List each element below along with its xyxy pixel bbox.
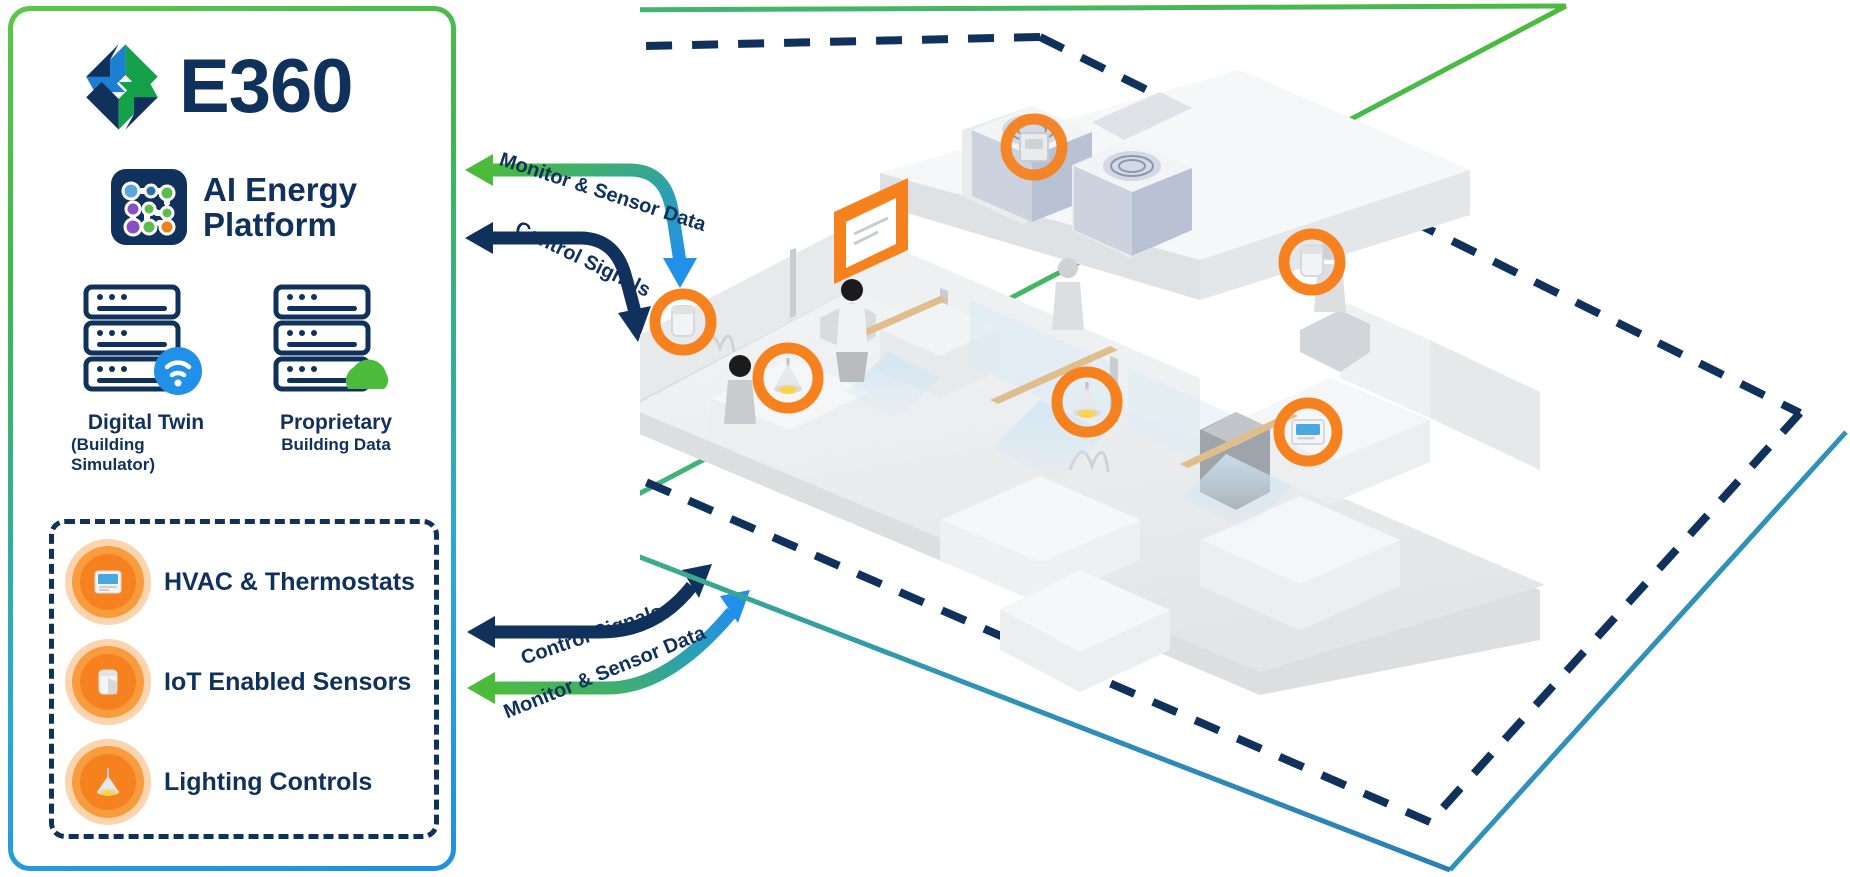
light-cones (846, 352, 1292, 530)
wall-display-icon[interactable] (834, 178, 908, 284)
asset-sublabel: Building Data (281, 435, 391, 455)
hotspot-hvac-rooftop[interactable] (1000, 113, 1068, 181)
device-ring (72, 746, 144, 818)
server-stack-cloud-icon (270, 283, 402, 399)
asset-proprietary-data: Proprietary Building Data (261, 283, 411, 475)
ai-platform-title-line1: AI Energy (203, 170, 358, 208)
device-item-sensors[interactable]: IoT Enabled Sensors (72, 646, 411, 718)
device-item-lighting[interactable]: Lighting Controls (72, 746, 372, 818)
device-label: IoT Enabled Sensors (164, 667, 412, 696)
connected-devices-box: HVAC & Thermostats IoT Enabled Sensors (49, 519, 439, 839)
ai-platform-title-line2: Platform (203, 206, 337, 243)
hotspot-sensor-right[interactable] (1278, 228, 1346, 296)
assets-group: Digital Twin (Building Simulator) (71, 283, 411, 475)
brand-name: E360 (179, 44, 353, 129)
bottom-flow-arrows (467, 564, 750, 704)
hotspot-lighting-center[interactable] (1051, 366, 1123, 438)
hotspot-lighting-left[interactable] (752, 342, 824, 414)
device-ring (72, 646, 144, 718)
hotspot-thermostat-right[interactable] (1273, 397, 1343, 467)
device-ring (72, 546, 144, 618)
hvac-rooftop-units (962, 92, 1192, 258)
brand-logo-row: E360 (79, 41, 353, 133)
device-label: HVAC & Thermostats (164, 567, 415, 596)
asset-label: Proprietary (279, 411, 393, 434)
pendant-lamp-icon (80, 754, 136, 810)
ai-network-nodes-icon (111, 169, 187, 245)
asset-label: Digital Twin (87, 411, 205, 434)
asset-sublabel: (Building Simulator) (71, 435, 156, 475)
e360-bolt-logo-icon (86, 44, 158, 130)
thermostat-icon (80, 554, 136, 610)
device-item-hvac[interactable]: HVAC & Thermostats (72, 546, 415, 618)
device-label: Lighting Controls (164, 767, 373, 796)
ai-platform-title: AI Energy Platform (203, 170, 358, 243)
server-stack-wifi-icon (80, 283, 212, 399)
ai-platform-row: AI Energy Platform (111, 169, 357, 245)
asset-digital-twin: Digital Twin (Building Simulator) (71, 283, 221, 475)
building-scene (640, 0, 1850, 877)
top-flow-arrows (465, 154, 697, 342)
boundary-blue (640, 430, 1848, 873)
platform-card: E360 AI Energy Platf (8, 6, 456, 871)
hotspot-sensor-left[interactable] (649, 288, 717, 356)
iot-sensor-icon (80, 654, 136, 710)
building-interior (640, 225, 1540, 692)
